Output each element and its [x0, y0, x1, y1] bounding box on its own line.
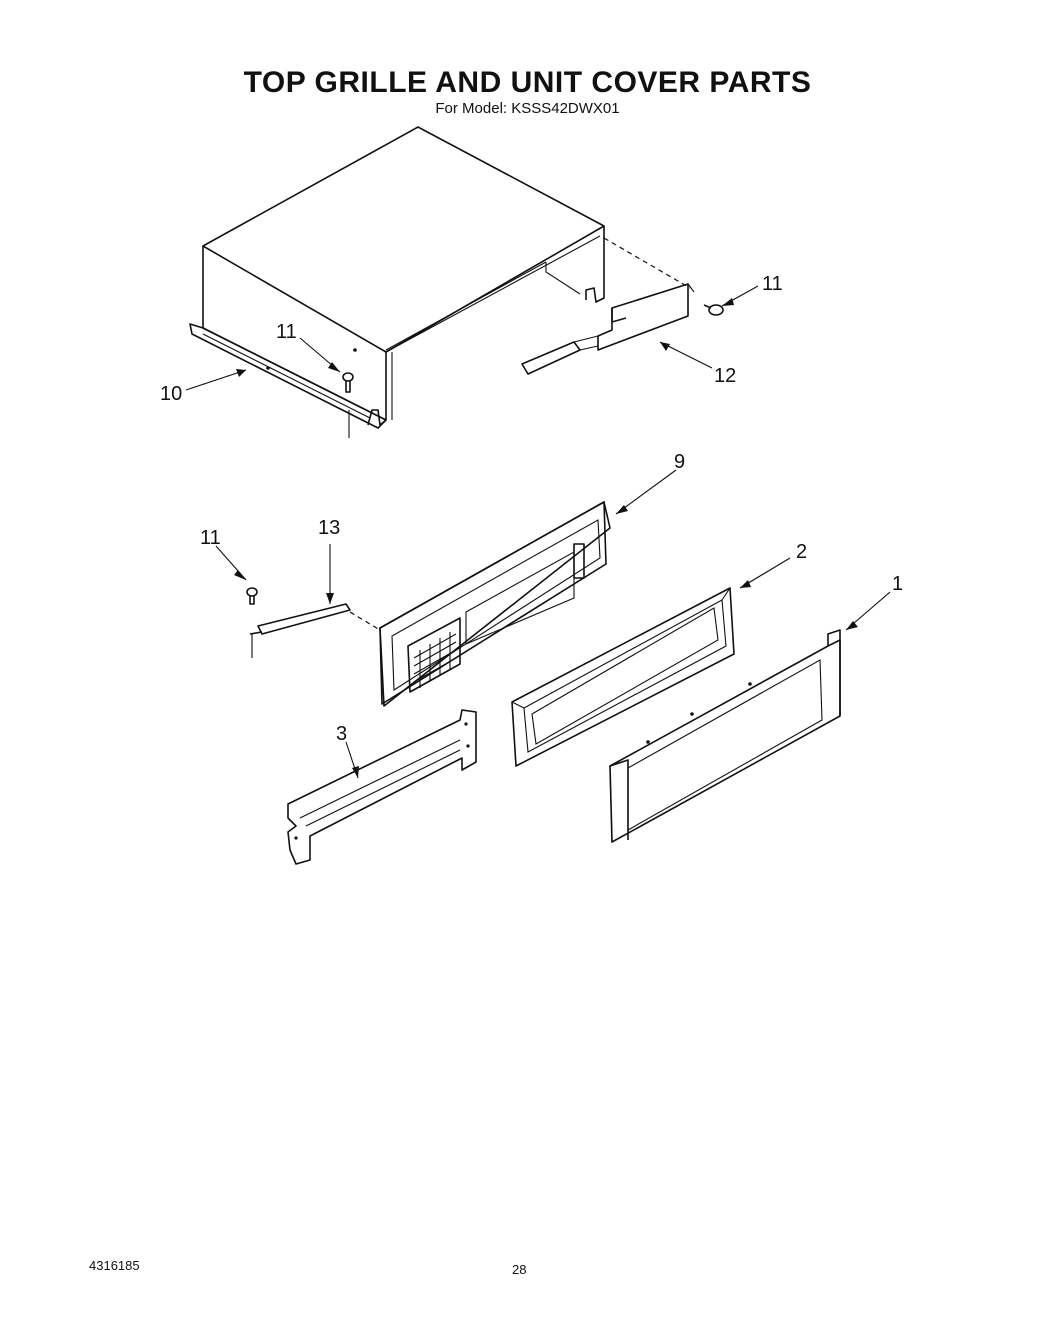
- support-bar-part: [287, 709, 477, 865]
- callout-11-lower-left: 11: [200, 527, 221, 549]
- model-subtitle: For Model: KSSS42DWX01: [435, 100, 620, 117]
- callout-3: 3: [336, 723, 347, 745]
- screw-icon-top-left: [342, 372, 354, 393]
- callout-9: 9: [674, 451, 685, 473]
- rod-part: [249, 603, 381, 635]
- frame-part: [511, 587, 735, 767]
- callout-12: 12: [714, 365, 736, 387]
- document-number: 4316185: [89, 1258, 140, 1273]
- callout-11-top-left: 11: [276, 321, 297, 343]
- unit-cover-part: [189, 126, 691, 438]
- outer-trim-frame-part: [609, 629, 841, 843]
- grille-panel-part: [379, 501, 611, 707]
- screw-icon-lower-left: [246, 587, 258, 658]
- callout-11-top-right: 11: [762, 273, 783, 295]
- page-title: TOP GRILLE AND UNIT COVER PARTS: [243, 66, 812, 99]
- screw-icon-top-right: [703, 304, 724, 316]
- callout-1: 1: [892, 573, 903, 595]
- callout-2: 2: [796, 541, 807, 563]
- callout-leaders: [185, 285, 891, 779]
- page-number: 28: [512, 1262, 527, 1277]
- bracket-part: [521, 283, 695, 375]
- callout-13: 13: [318, 517, 340, 539]
- callout-10: 10: [160, 383, 182, 405]
